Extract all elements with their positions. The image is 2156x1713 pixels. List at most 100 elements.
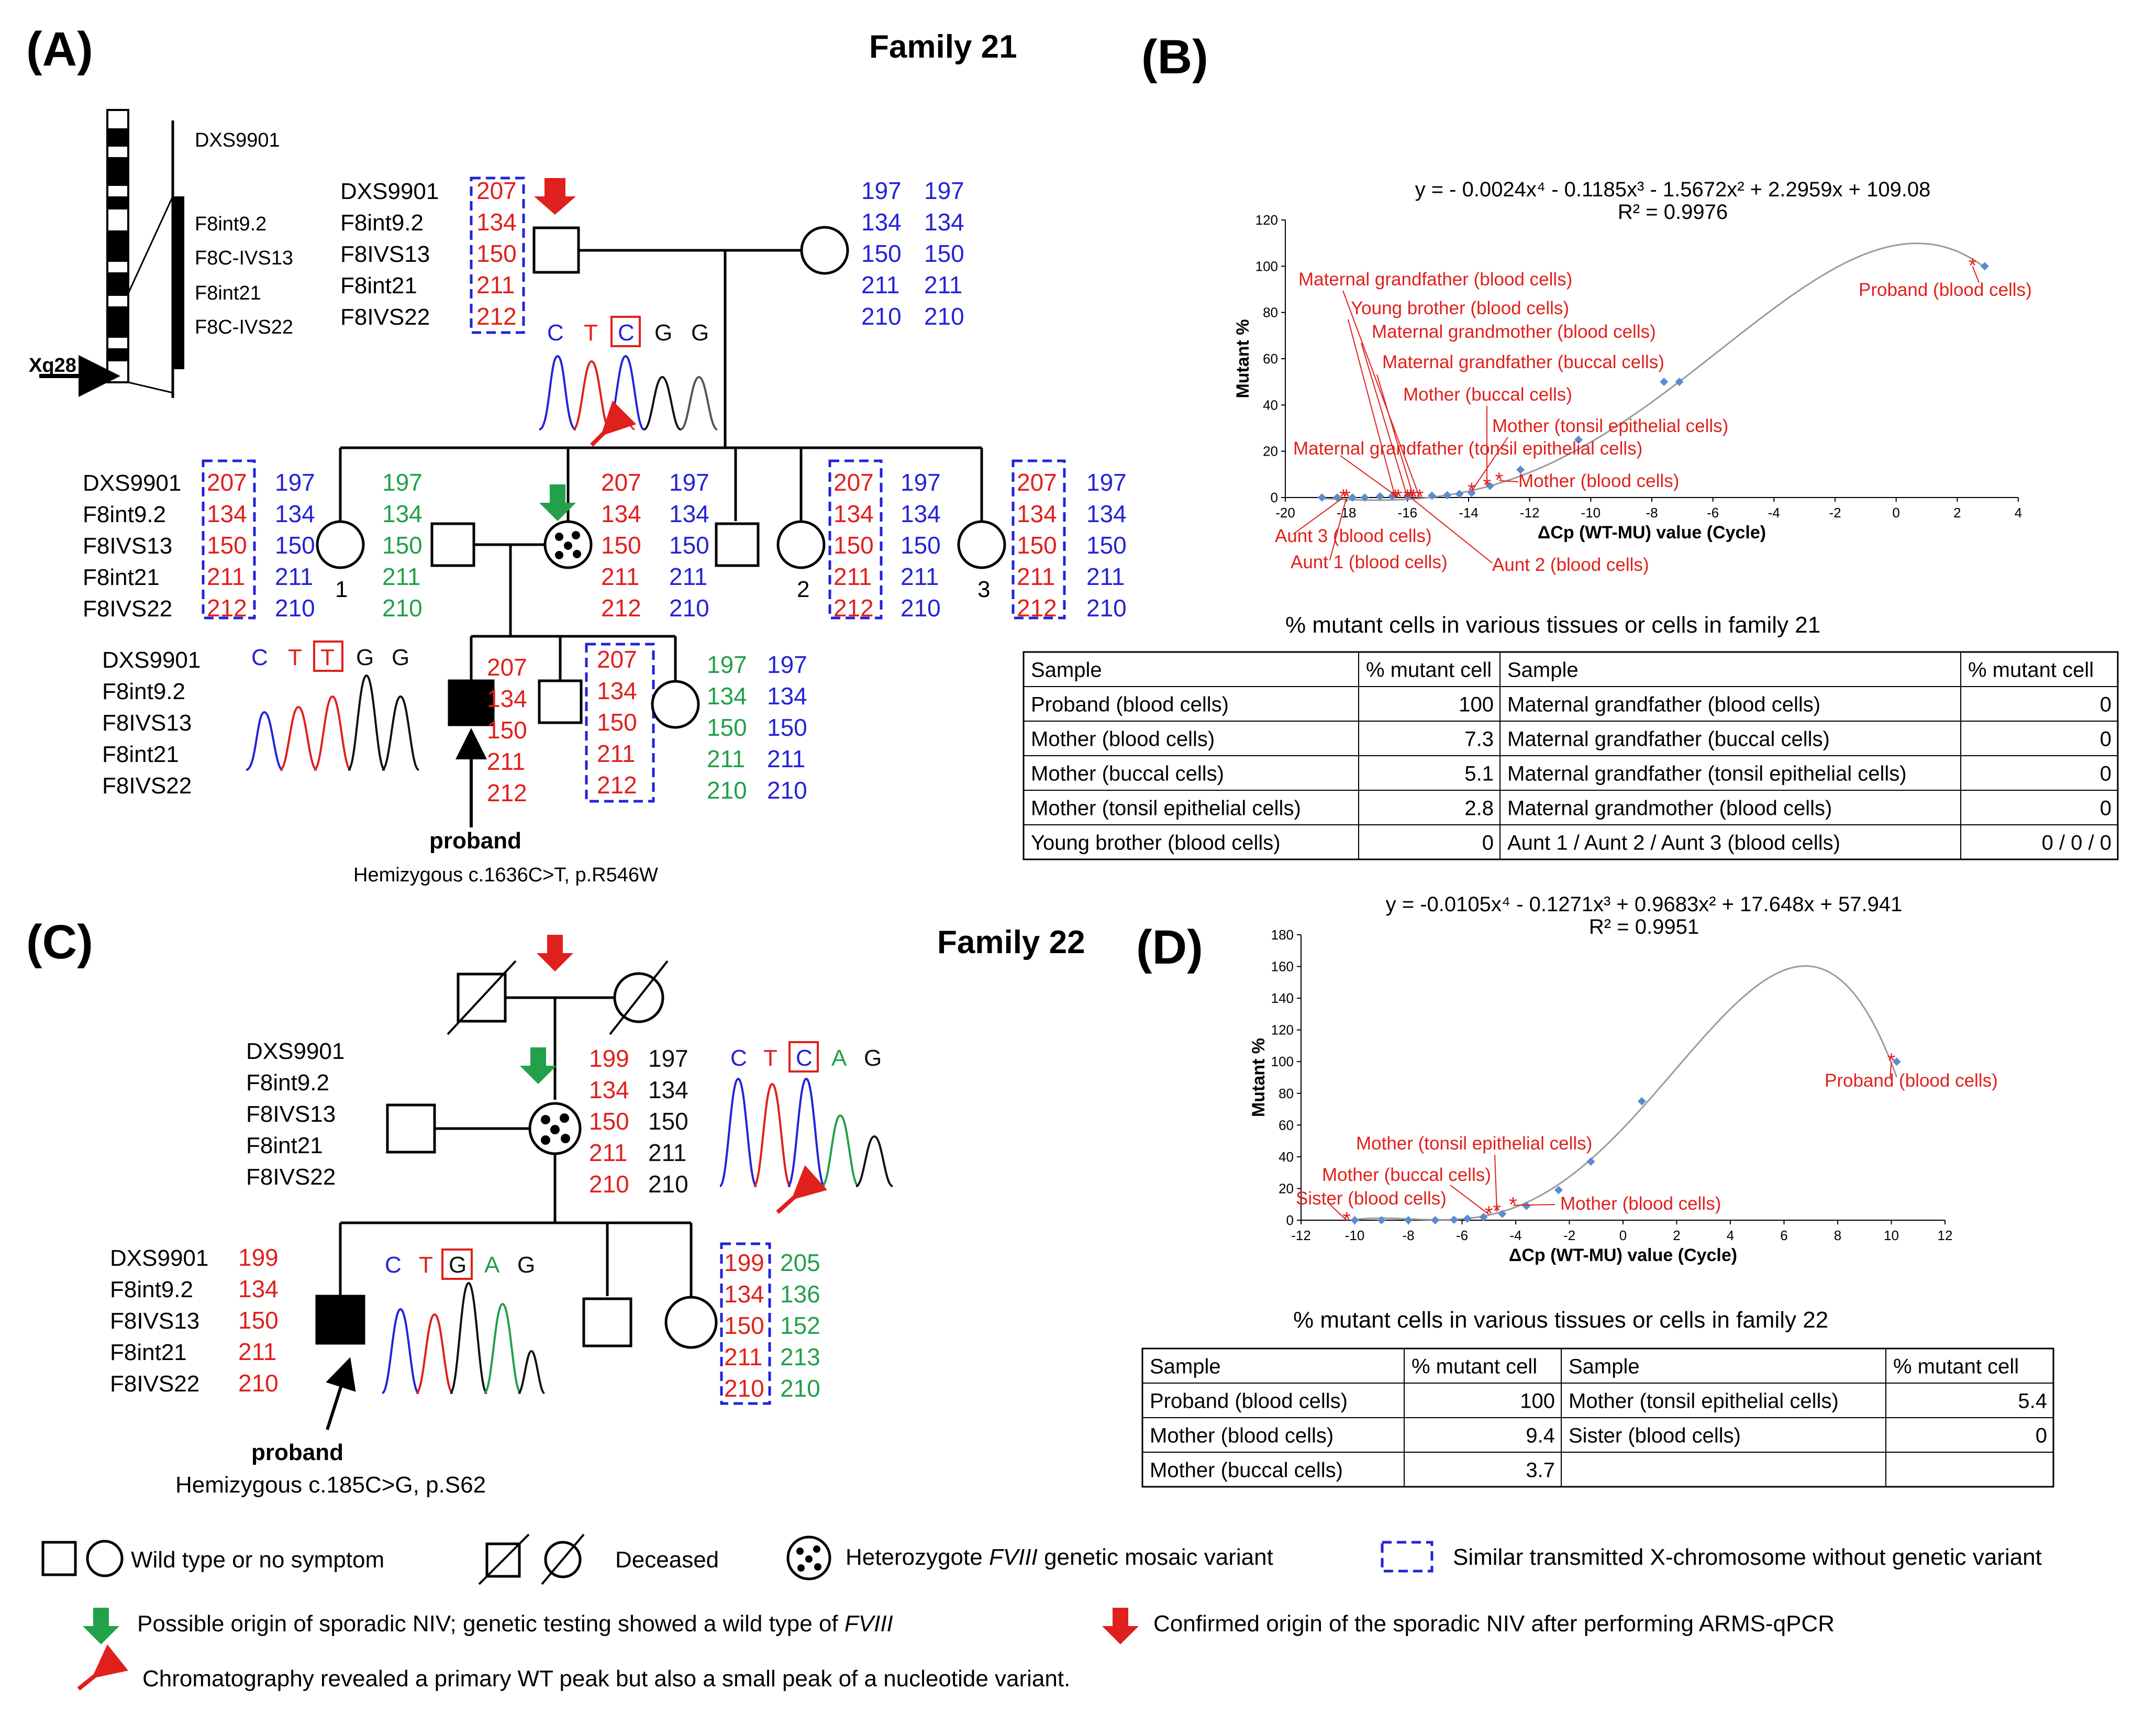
standard-point xyxy=(1479,1212,1488,1221)
allele: 207 xyxy=(833,469,874,496)
sample-leader-line xyxy=(1348,319,1396,498)
allele: 150 xyxy=(1017,532,1057,559)
table-cell: 100 xyxy=(1520,1390,1555,1413)
f22-mother-symbol xyxy=(528,1102,582,1155)
allele: 207 xyxy=(601,469,641,496)
marker-label: F8int9.2 xyxy=(246,1070,329,1096)
y-tick-label: 80 xyxy=(1263,305,1278,321)
x-tick-label: 6 xyxy=(1780,1228,1787,1243)
allele: 210 xyxy=(648,1170,688,1198)
marker-label: F8IVS22 xyxy=(340,304,430,330)
allele: 134 xyxy=(589,1076,629,1103)
standard-point xyxy=(1498,1209,1507,1218)
allele: 150 xyxy=(901,532,941,559)
chromosome-marker: DXS9901 xyxy=(195,129,280,151)
x-tick-label: 10 xyxy=(1884,1228,1899,1243)
f22-mother-alleles: 199 134 150 211 210 197 134 150 211 210 xyxy=(589,1045,688,1198)
f21-gen2-markers: DXS9901 F8int9.2 F8IVS13 F8int21 F8IVS22 xyxy=(83,470,181,622)
allele: 211 xyxy=(487,748,525,775)
y-tick-label: 40 xyxy=(1263,397,1278,413)
table-cell: 0 xyxy=(2100,693,2111,716)
sample-leader-line xyxy=(1450,1185,1490,1215)
allele: 134 xyxy=(601,500,641,527)
chromatography-arrow xyxy=(590,400,637,447)
standard-point xyxy=(1660,378,1669,386)
f21-proband-chromatogram: C T T G G xyxy=(246,640,420,771)
possible-origin-arrow xyxy=(520,1047,557,1084)
marker-label: F8int21 xyxy=(110,1340,187,1365)
sample-label: Proband (blood cells) xyxy=(1859,280,2032,300)
sample-leader-line xyxy=(1340,455,1399,498)
uncle-symbol xyxy=(715,522,760,567)
allele: 134 xyxy=(1086,500,1127,527)
base-letter: C xyxy=(251,645,268,670)
f22-sister-alleles: 199 134 150 211 210 205 136 152 213 210 xyxy=(724,1249,820,1402)
y-tick-label: 100 xyxy=(1255,258,1278,274)
x-tick-label: 0 xyxy=(1892,505,1899,521)
table-header-cell: % mutant cell xyxy=(1968,659,2094,682)
legend-wild-type: Wild type or no symptom xyxy=(131,1547,384,1573)
aunt3-alleles: 207 134 150 211 212 197 134 150 211 210 xyxy=(1017,469,1127,622)
y-tick-label: 120 xyxy=(1271,1022,1294,1038)
base-letter: G xyxy=(356,645,374,670)
allele: 205 xyxy=(780,1249,820,1276)
sibling-number: 1 xyxy=(335,577,348,602)
allele: 211 xyxy=(207,563,245,590)
x-tick-label: 8 xyxy=(1834,1228,1841,1243)
table-cell: Proband (blood cells) xyxy=(1031,693,1229,716)
y-tick-label: 120 xyxy=(1255,212,1278,228)
legend-mosaic-gene: FVIII xyxy=(989,1544,1038,1570)
aunt2-symbol xyxy=(776,520,826,569)
f22-gen2-markers: DXS9901 F8int9.2 F8IVS13 F8int21 F8IVS22 xyxy=(246,1038,344,1190)
standard-point xyxy=(1375,492,1384,501)
allele: 210 xyxy=(1086,594,1127,622)
base-letter: G xyxy=(654,320,672,346)
marker-label: F8IVS22 xyxy=(246,1164,336,1190)
table-cell: Maternal grandfather (buccal cells) xyxy=(1507,728,1830,751)
sister-alleles: 197 134 150 211 210 197 134 150 211 210 xyxy=(707,651,807,804)
allele: 211 xyxy=(1086,563,1125,590)
table-cell: 3.7 xyxy=(1526,1459,1555,1482)
f21-gm-alleles: 197 134 150 211 210 197 134 150 211 210 xyxy=(861,177,964,330)
allele: 134 xyxy=(767,682,807,710)
table-cell: Maternal grandmother (blood cells) xyxy=(1507,797,1832,820)
allele: 210 xyxy=(382,594,423,622)
allele: 134 xyxy=(724,1280,764,1308)
table-cell: Proband (blood cells) xyxy=(1150,1390,1348,1413)
standard-point xyxy=(1360,493,1369,502)
proband-label: proband xyxy=(251,1440,343,1465)
allele: 197 xyxy=(767,651,807,678)
sample-leader-line xyxy=(1972,266,1980,283)
allele: 199 xyxy=(238,1244,279,1271)
allele: 134 xyxy=(275,500,315,527)
sample-label: Aunt 1 (blood cells) xyxy=(1291,552,1448,572)
variant-label: Hemizygous c.1636C>T, p.R546W xyxy=(353,864,658,886)
table-cell: 0 xyxy=(1482,832,1494,855)
allele: 197 xyxy=(275,469,315,496)
marker-label: F8int21 xyxy=(340,273,417,299)
allele: 207 xyxy=(1017,469,1057,496)
allele: 207 xyxy=(597,646,637,673)
base-letter: T xyxy=(320,645,335,670)
table-cell: Mother (tonsil epithelial cells) xyxy=(1031,797,1301,820)
marker-label: DXS9901 xyxy=(110,1245,208,1271)
allele: 211 xyxy=(238,1338,276,1365)
panel-label-a: (A) xyxy=(26,23,93,76)
allele: 150 xyxy=(648,1108,688,1135)
allele: 150 xyxy=(707,714,747,741)
legend-confirmed-origin: Confirmed origin of the sporadic NIV aft… xyxy=(1153,1611,1835,1637)
table-cell: 9.4 xyxy=(1526,1424,1555,1447)
f22-sister-symbol xyxy=(664,1296,718,1349)
marker-label: DXS9901 xyxy=(246,1038,344,1064)
sample-label: Aunt 2 (blood cells) xyxy=(1492,555,1649,575)
sample-leader-line xyxy=(1329,497,1347,561)
allele: 134 xyxy=(487,685,527,712)
proband-label: proband xyxy=(429,828,521,854)
allele: 213 xyxy=(780,1343,820,1371)
legend: Wild type or no symptom Deceased Heteroz… xyxy=(41,1533,2042,1692)
allele: 134 xyxy=(924,208,964,236)
marker-label: F8int9.2 xyxy=(340,210,424,236)
sample-label: Sister (blood cells) xyxy=(1296,1188,1447,1209)
